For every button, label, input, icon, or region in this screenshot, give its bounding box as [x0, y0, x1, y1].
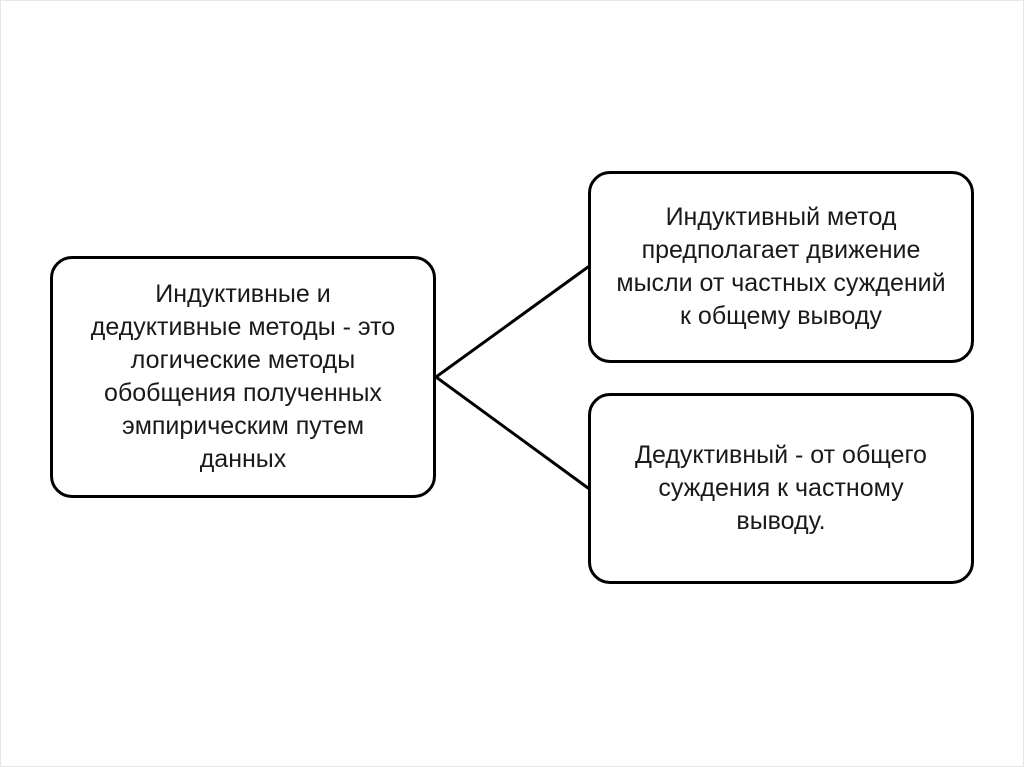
deductive-method-text: Дедуктивный - от общего суждения к частн…: [635, 441, 927, 535]
main-definition-text: Индуктивные и дедуктивные методы - это л…: [90, 280, 396, 473]
connector-to-inductive: [434, 265, 590, 379]
inductive-method-text: Индуктивный метод предполагает движение …: [616, 203, 946, 330]
inductive-method-box: Индуктивный метод предполагает движение …: [588, 171, 974, 363]
connector-to-deductive: [434, 375, 590, 490]
main-definition-box: Индуктивные и дедуктивные методы - это л…: [50, 256, 436, 498]
deductive-method-box: Дедуктивный - от общего суждения к частн…: [588, 393, 974, 584]
